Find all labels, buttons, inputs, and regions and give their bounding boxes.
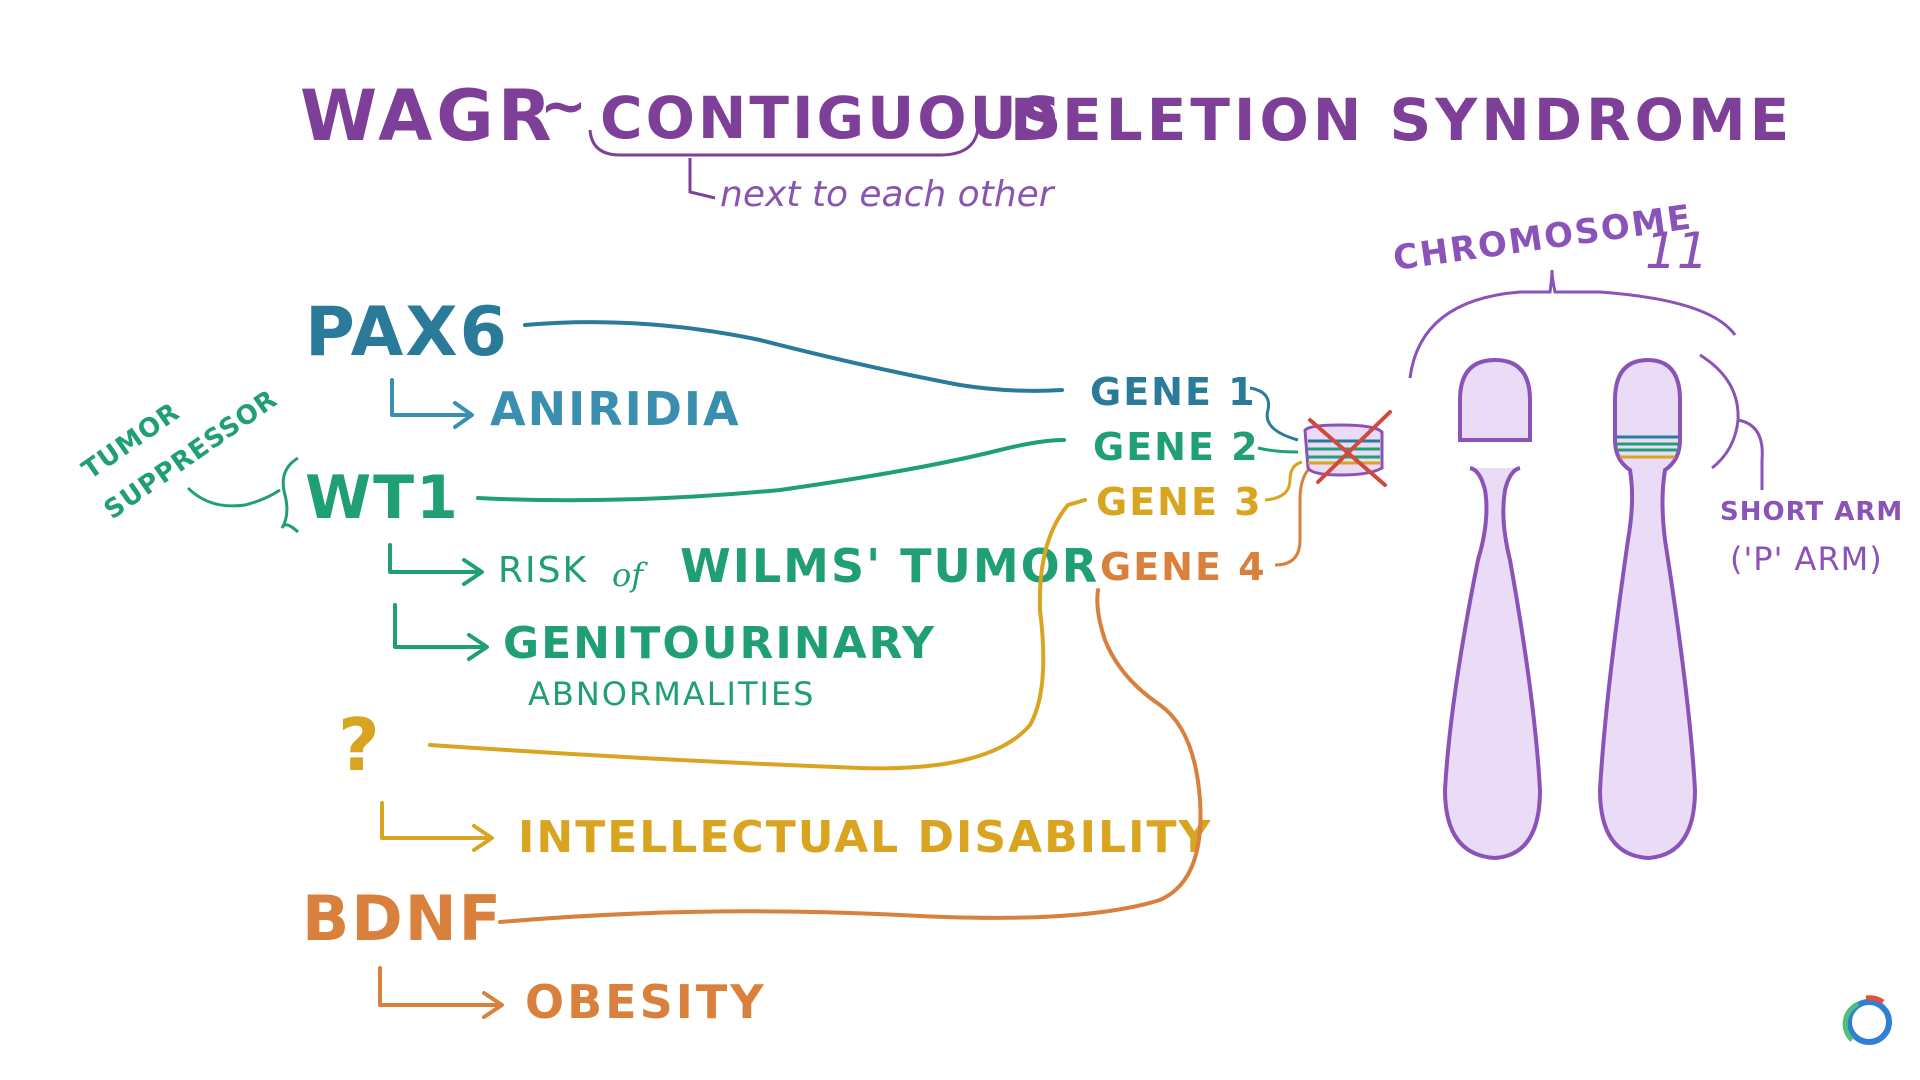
chromosome-number: 11 bbox=[1645, 222, 1709, 280]
chromosome-left-q-arm bbox=[1442, 466, 1543, 861]
brand-logo-icon bbox=[1842, 995, 1892, 1045]
wt1-bracket bbox=[280, 456, 300, 534]
title-tilde: ~ bbox=[540, 74, 589, 139]
chromosome-right bbox=[1597, 357, 1698, 861]
short-arm-connector bbox=[1737, 418, 1764, 490]
chromosome-left bbox=[1442, 357, 1543, 861]
line-wt1-gene2 bbox=[476, 438, 1066, 503]
gene-label-2: GENE 2 bbox=[1093, 425, 1260, 469]
gene-name-bdnf: BDNF bbox=[302, 882, 503, 955]
gene-labels: GENE 1 GENE 2 GENE 3 GENE 4 bbox=[1090, 370, 1267, 589]
effect-aniridia: ANIRIDIA bbox=[490, 382, 741, 436]
arrow-bdnf-obesity bbox=[378, 966, 504, 1019]
short-arm-bracket bbox=[1699, 353, 1740, 470]
arrow-wt1-wilms bbox=[388, 543, 484, 586]
title-acronym: WAGR bbox=[300, 75, 556, 157]
chromosome-left-p-arm bbox=[1458, 357, 1532, 442]
chromosome-right-body bbox=[1597, 357, 1698, 861]
gene-name-pax6: PAX6 bbox=[305, 293, 509, 372]
arrow-pax6 bbox=[390, 378, 474, 429]
arrow-unknown-intellectual bbox=[380, 801, 494, 852]
contiguous-underbrace bbox=[588, 127, 980, 157]
connector-gene3 bbox=[1264, 460, 1303, 502]
effect-of-label: of bbox=[612, 556, 648, 594]
contiguous-annotation: next to each other bbox=[720, 174, 1056, 215]
gene-label-3: GENE 3 bbox=[1096, 480, 1263, 524]
deletion-x-icon bbox=[1308, 410, 1392, 487]
deleted-segment bbox=[1303, 410, 1392, 487]
connector-gene2 bbox=[1257, 446, 1299, 454]
arrow-wt1-genitourinary bbox=[393, 603, 489, 661]
title: WAGR ~ CONTIGUOUS DELETION SYNDROME bbox=[300, 74, 1793, 157]
tumor-suppressor-connector bbox=[186, 486, 281, 508]
short-arm-label: SHORT ARM bbox=[1720, 497, 1903, 527]
p-arm-label: ('P' ARM) bbox=[1730, 540, 1883, 578]
line-bdnf-gene4 bbox=[498, 588, 1203, 924]
gene-name-unknown: ? bbox=[338, 703, 380, 787]
gene-label-1: GENE 1 bbox=[1090, 370, 1257, 414]
title-contiguous: CONTIGUOUS bbox=[600, 84, 1064, 152]
effect-abnormalities: ABNORMALITIES bbox=[528, 675, 815, 713]
gene-label-4: GENE 4 bbox=[1100, 545, 1267, 589]
annotation-pointer bbox=[688, 158, 716, 200]
connector-gene1 bbox=[1249, 386, 1299, 442]
gene-name-wt1: WT1 bbox=[305, 463, 460, 533]
title-deletion-syndrome: DELETION SYNDROME bbox=[1010, 86, 1793, 154]
line-pax6-gene1 bbox=[523, 320, 1064, 393]
effect-genitourinary: GENITOURINARY bbox=[503, 618, 936, 669]
effect-intellectual-disability: INTELLECTUAL DISABILITY bbox=[518, 812, 1212, 863]
effect-obesity: OBESITY bbox=[525, 975, 767, 1029]
effect-risk-label: RISK bbox=[498, 550, 588, 591]
connector-gene4 bbox=[1274, 469, 1310, 567]
chromosome-brace bbox=[1408, 269, 1737, 379]
effect-wilms-tumor: WILMS' TUMOR bbox=[680, 539, 1099, 593]
line-unknown-gene3 bbox=[428, 498, 1087, 771]
